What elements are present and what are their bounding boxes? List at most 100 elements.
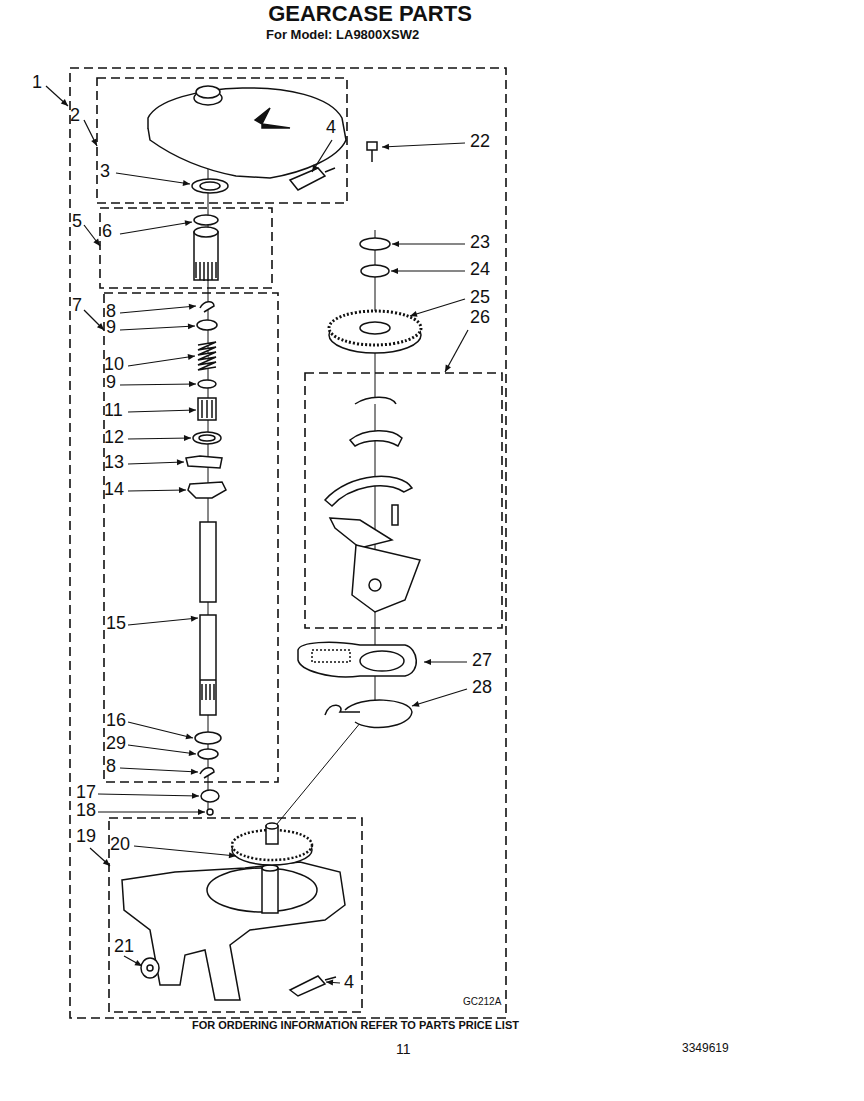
- leader-arrowhead: [184, 435, 191, 441]
- leader-line: [120, 306, 196, 313]
- group-outline: [109, 818, 362, 1012]
- callout-number: 4: [344, 973, 354, 993]
- group-outline: [104, 293, 278, 782]
- callout-number: 14: [104, 480, 124, 500]
- pinion: [194, 215, 218, 281]
- leader-arrowhead: [445, 364, 451, 372]
- leader-line: [134, 846, 236, 856]
- leader-line: [312, 140, 332, 172]
- leader-arrowhead: [189, 304, 196, 310]
- leader-line: [128, 438, 191, 439]
- leader-line: [128, 490, 186, 491]
- leader-arrowhead: [189, 407, 196, 413]
- leader-line: [392, 243, 465, 244]
- leader-arrowhead: [189, 750, 196, 756]
- callout-number: 21: [114, 937, 134, 957]
- group-outline: [100, 208, 272, 288]
- leader-arrowhead: [391, 268, 398, 274]
- leader-line: [84, 310, 104, 330]
- callout-number: 6: [102, 222, 112, 242]
- leader-line: [120, 222, 192, 234]
- callout-number: 9: [106, 318, 116, 338]
- leader-line: [410, 299, 465, 316]
- callout-number: 8: [106, 757, 116, 777]
- leader-arrowhead: [198, 809, 205, 815]
- callout-number: 26: [470, 308, 490, 328]
- callout-number: 18: [76, 801, 96, 821]
- callout-number: 1: [32, 73, 42, 93]
- leader-arrowhead: [424, 659, 431, 665]
- leader-line: [128, 722, 193, 738]
- leader-line: [391, 270, 465, 271]
- leader-arrowhead: [191, 616, 198, 622]
- leader-arrowhead: [179, 487, 186, 493]
- callout-number: 29: [106, 734, 126, 754]
- callout-number: 4: [326, 118, 336, 138]
- leader-line: [120, 384, 196, 385]
- leader-arrowhead: [134, 960, 142, 966]
- leader-arrowhead: [192, 793, 199, 799]
- leader-line: [128, 618, 198, 625]
- page-note: 11: [396, 1042, 411, 1057]
- callout-number: 20: [110, 835, 130, 855]
- group-outline: [305, 373, 502, 628]
- callout-number: 16: [106, 711, 126, 731]
- leader-arrowhead: [326, 980, 333, 986]
- callout-number: 11: [104, 401, 123, 421]
- leader-line: [124, 956, 142, 966]
- callout-number: 12: [104, 428, 124, 448]
- callout-number: 17: [76, 783, 96, 803]
- leader-line: [382, 143, 465, 147]
- callout-number: 28: [472, 678, 492, 698]
- callout-number: 2: [70, 106, 80, 126]
- leader-line: [120, 768, 198, 772]
- group-outline: [97, 78, 347, 203]
- leader-arrowhead: [412, 701, 420, 707]
- callout-number: 24: [470, 260, 490, 280]
- callout-number: 5: [72, 212, 82, 232]
- leader-line: [128, 410, 196, 412]
- gearcase-base: [122, 823, 345, 1000]
- leader-line: [84, 225, 100, 246]
- leader-arrowhead: [177, 459, 184, 465]
- leader-arrowhead: [183, 180, 190, 186]
- callout-number: 23: [470, 233, 490, 253]
- leader-line: [412, 689, 467, 706]
- page-note: 3349619: [682, 1042, 729, 1055]
- callout-number: 15: [106, 614, 126, 634]
- leader-arrowhead: [191, 769, 198, 775]
- leader-arrowhead: [188, 323, 195, 329]
- axis-line: [375, 230, 376, 705]
- leader-arrowhead: [185, 220, 192, 226]
- shaft-assembly: [186, 302, 226, 778]
- leader-arrowhead: [93, 239, 100, 246]
- leader-line: [128, 462, 184, 464]
- leader-line: [98, 794, 199, 796]
- title: GEARCASE PARTS: [0, 2, 740, 26]
- leader-line: [128, 745, 196, 754]
- leader-arrowhead: [97, 323, 104, 330]
- caption: FOR ORDERING INFORMATION REFER TO PARTS …: [192, 1019, 519, 1031]
- leader-arrowhead: [91, 138, 97, 146]
- assembly-outline: [70, 68, 506, 1018]
- leader-arrowhead: [61, 99, 68, 106]
- callout-number: 27: [472, 651, 492, 671]
- leader-arrowhead: [229, 852, 236, 858]
- callout-number: 3: [100, 162, 110, 182]
- leader-line: [84, 120, 97, 146]
- leader-line: [98, 811, 205, 812]
- leader-arrowhead: [189, 381, 196, 387]
- leader-line: [116, 173, 190, 184]
- leader-line: [128, 356, 195, 366]
- leader-arrowhead: [103, 859, 110, 866]
- leader-line: [445, 330, 468, 372]
- leader-arrowhead: [312, 164, 318, 172]
- leader-line: [90, 848, 110, 866]
- ball: [207, 809, 213, 815]
- leader-arrowhead: [188, 354, 195, 360]
- leader-arrowhead: [185, 733, 193, 739]
- callout-number: 10: [104, 355, 124, 375]
- leader-line: [46, 86, 68, 106]
